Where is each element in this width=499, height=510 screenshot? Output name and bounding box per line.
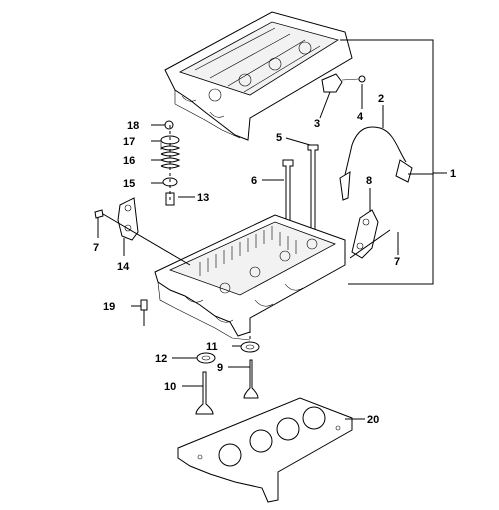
- valve-seals: [196, 341, 260, 364]
- callout-5: 5: [276, 132, 282, 144]
- callout-15: 15: [123, 178, 135, 190]
- callout-7-left: 7: [93, 242, 99, 254]
- callout-12: 12: [155, 353, 167, 365]
- temperature-sensor: [339, 126, 413, 201]
- lifting-bracket: [94, 197, 139, 241]
- camshaft-carrier: [164, 11, 353, 141]
- callout-17: 17: [123, 136, 135, 148]
- callout-18: 18: [127, 120, 139, 132]
- callout-10: 10: [164, 381, 176, 393]
- callout-20: 20: [367, 414, 379, 426]
- dowel-pins: [140, 299, 148, 311]
- callout-numbers: 1 2 3 4 5 6 7 7 8 9 10 11 12 13 14 15 16…: [93, 93, 456, 426]
- callout-1: 1: [450, 168, 456, 180]
- callout-14: 14: [117, 261, 130, 273]
- callout-2: 2: [378, 93, 384, 105]
- head-gasket: [177, 397, 353, 503]
- leader-lines: [97, 39, 447, 420]
- valves: [195, 359, 259, 415]
- bracket: [351, 209, 379, 259]
- camshaft-sensor: [321, 73, 366, 93]
- callout-16: 16: [123, 155, 135, 167]
- cylinder-head: [154, 214, 346, 341]
- callout-6: 6: [251, 175, 257, 187]
- callout-4: 4: [357, 111, 364, 123]
- callout-11: 11: [206, 341, 218, 353]
- callout-3: 3: [314, 118, 320, 130]
- callout-7-right: 7: [394, 256, 400, 268]
- callout-13: 13: [197, 192, 209, 204]
- callout-8: 8: [366, 175, 372, 187]
- callout-9: 9: [217, 362, 223, 374]
- callout-19: 19: [103, 301, 115, 313]
